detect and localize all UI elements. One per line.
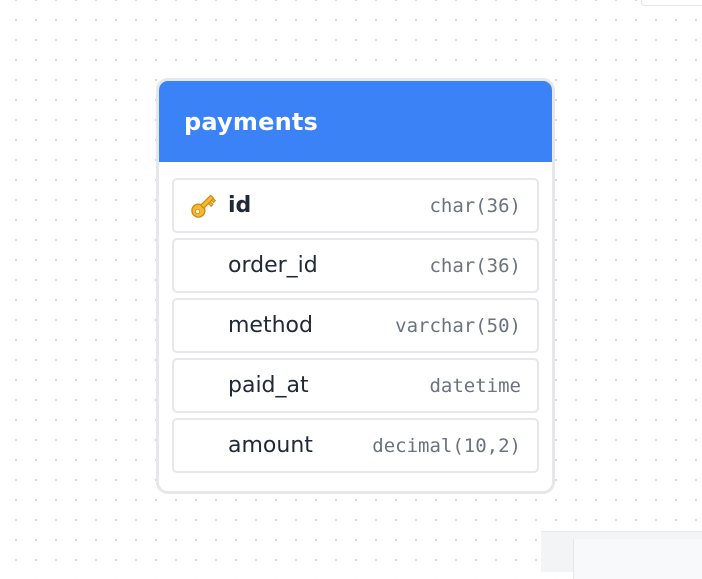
- key-icon: [188, 191, 218, 221]
- column-row-method[interactable]: method varchar(50): [172, 298, 539, 353]
- column-list: id char(36) order_id char(36) method var…: [159, 162, 552, 473]
- column-type: datetime: [429, 374, 521, 397]
- column-row-id[interactable]: id char(36): [172, 178, 539, 233]
- key-slot: [188, 192, 228, 220]
- toolbar-widget[interactable]: [641, 0, 702, 6]
- column-type: decimal(10,2): [372, 434, 521, 457]
- column-type: char(36): [429, 194, 521, 217]
- key-slot: [188, 252, 228, 280]
- column-row-order-id[interactable]: order_id char(36): [172, 238, 539, 293]
- column-name: method: [228, 313, 313, 338]
- table-header[interactable]: payments: [159, 81, 552, 162]
- minimap-viewport[interactable]: [573, 539, 702, 579]
- column-name: paid_at: [228, 373, 309, 398]
- minimap-panel[interactable]: [541, 531, 702, 579]
- column-name: amount: [228, 433, 313, 458]
- key-slot: [188, 372, 228, 400]
- table-title: payments: [184, 107, 319, 136]
- column-row-paid-at[interactable]: paid_at datetime: [172, 358, 539, 413]
- column-name: order_id: [228, 253, 318, 278]
- key-slot: [188, 312, 228, 340]
- key-slot: [188, 432, 228, 460]
- column-type: char(36): [429, 254, 521, 277]
- column-name: id: [228, 193, 252, 218]
- column-row-amount[interactable]: amount decimal(10,2): [172, 418, 539, 473]
- table-node-payments[interactable]: payments: [156, 78, 555, 494]
- column-type: varchar(50): [395, 314, 521, 337]
